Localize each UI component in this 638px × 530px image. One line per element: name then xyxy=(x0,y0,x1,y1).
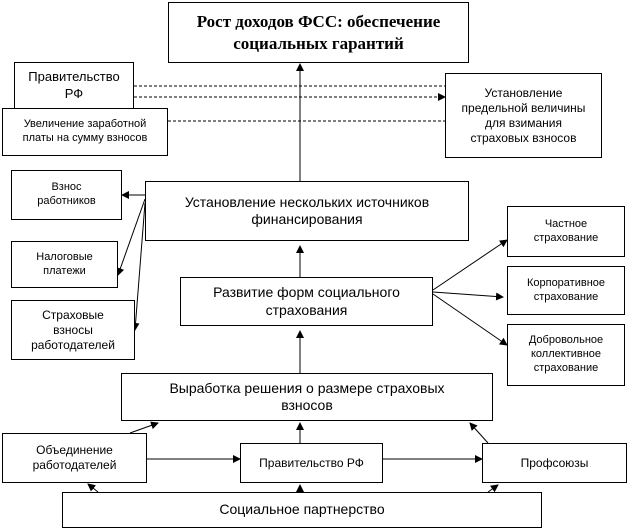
arrow-employers-to-decision xyxy=(129,421,159,434)
insurance-forms-box: Развитие форм социального страхования xyxy=(180,277,433,326)
source-taxes-box: Налоговые платежи xyxy=(11,241,118,288)
wage-increase-box: Увеличение заработной платы на сумму взн… xyxy=(2,108,168,156)
arrow-forms-to-voluntary xyxy=(432,293,508,346)
government-bottom-box: Правительство РФ xyxy=(240,443,383,483)
arrow-unions-to-decision xyxy=(469,422,489,444)
form-corporate-box: Корпоративное страхование xyxy=(507,266,625,315)
source-employers-box: Страховые взносы работодателей xyxy=(11,300,135,360)
arrow-partnership-to-employers xyxy=(87,483,99,493)
employers-union-box: Объединение работодателей xyxy=(2,433,147,483)
arrow-sources-to-taxes xyxy=(116,198,146,276)
arrow-sources-to-employers xyxy=(131,202,146,331)
main-goal-box: Рост доходов ФСС: обеспечение социальных… xyxy=(168,2,469,63)
arrow-forms-to-private xyxy=(432,239,508,291)
arrow-partnership-to-unions xyxy=(487,484,499,493)
government-top-box: Правительство РФ xyxy=(14,62,134,109)
form-private-box: Частное страхование xyxy=(507,206,625,257)
rate-decision-box: Выработка решения о размере страховых вз… xyxy=(121,373,493,421)
trade-unions-box: Профсоюзы xyxy=(482,443,627,483)
multiple-sources-box: Установление нескольких источников финан… xyxy=(145,181,469,241)
source-employees-box: Взнос работников xyxy=(11,170,122,220)
social-partnership-box: Социальное партнерство xyxy=(62,492,542,528)
form-voluntary-box: Добровольное коллективное страхование xyxy=(507,324,625,386)
arrow-forms-to-corporate xyxy=(432,291,504,301)
contribution-limit-box: Установление предельной величины для взи… xyxy=(445,73,602,158)
